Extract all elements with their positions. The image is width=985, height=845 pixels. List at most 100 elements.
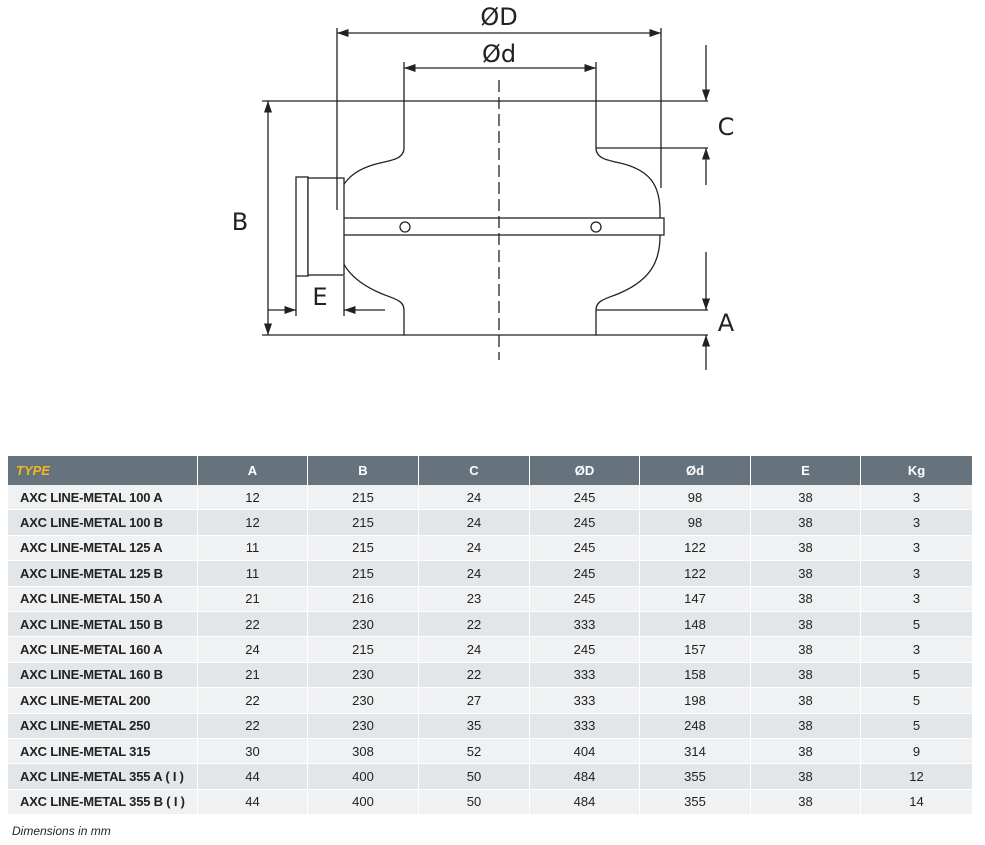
cell-kg: 12 bbox=[861, 764, 972, 790]
bolt-right bbox=[590, 221, 602, 233]
cell-c: 22 bbox=[419, 662, 530, 689]
od-label: ØD bbox=[480, 3, 517, 31]
cell-e: 38 bbox=[751, 535, 861, 562]
cell-type: AXC LINE-METAL 150 B bbox=[8, 611, 198, 638]
cell-d: 198 bbox=[640, 688, 751, 714]
cell-b: 215 bbox=[308, 637, 419, 663]
cell-d: 158 bbox=[640, 662, 751, 689]
cell-type: AXC LINE-METAL 315 bbox=[8, 738, 198, 765]
cell-b: 216 bbox=[308, 586, 419, 612]
cell-e: 38 bbox=[751, 611, 861, 638]
cell-b: 215 bbox=[308, 485, 419, 511]
terminal-box-plate bbox=[295, 176, 309, 277]
d-label: Ød bbox=[482, 40, 516, 68]
cell-e: 38 bbox=[751, 789, 861, 816]
column-header-kg: Kg bbox=[861, 456, 972, 485]
cell-e: 38 bbox=[751, 738, 861, 765]
dimensions-table: TYPE A B C ØD Ød E Kg AXC LINE-METAL 100… bbox=[8, 456, 972, 816]
a-label: A bbox=[718, 309, 735, 337]
cell-kg: 9 bbox=[861, 738, 972, 765]
e-label: E bbox=[312, 283, 327, 311]
cell-c: 24 bbox=[419, 510, 530, 536]
cell-e: 38 bbox=[751, 637, 861, 663]
column-header-e: E bbox=[751, 456, 861, 485]
cell-type: AXC LINE-METAL 150 A bbox=[8, 586, 198, 612]
cell-od: 245 bbox=[530, 535, 640, 562]
units-note: Dimensions in mm bbox=[12, 824, 111, 838]
cell-d: 122 bbox=[640, 561, 751, 587]
cell-kg: 3 bbox=[861, 535, 972, 562]
cell-d: 122 bbox=[640, 535, 751, 562]
cell-c: 52 bbox=[419, 738, 530, 765]
cell-c: 24 bbox=[419, 637, 530, 663]
cell-od: 484 bbox=[530, 789, 640, 816]
cell-d: 98 bbox=[640, 510, 751, 536]
cell-e: 38 bbox=[751, 561, 861, 587]
cell-b: 215 bbox=[308, 510, 419, 536]
cell-type: AXC LINE-METAL 160 A bbox=[8, 637, 198, 663]
cell-kg: 3 bbox=[861, 586, 972, 612]
cell-d: 157 bbox=[640, 637, 751, 663]
cell-type: AXC LINE-METAL 100 B bbox=[8, 510, 198, 536]
cell-a: 44 bbox=[198, 764, 308, 790]
table-header-row: TYPE A B C ØD Ød E Kg bbox=[8, 456, 972, 485]
cell-e: 38 bbox=[751, 586, 861, 612]
cell-e: 38 bbox=[751, 764, 861, 790]
cell-d: 148 bbox=[640, 611, 751, 638]
cell-kg: 3 bbox=[861, 561, 972, 587]
cell-a: 21 bbox=[198, 662, 308, 689]
cell-a: 12 bbox=[198, 485, 308, 511]
column-header-a: A bbox=[198, 456, 308, 485]
cell-a: 22 bbox=[198, 611, 308, 638]
cell-od: 245 bbox=[530, 586, 640, 612]
cell-b: 400 bbox=[308, 764, 419, 790]
mounting-band bbox=[331, 217, 665, 236]
cell-e: 38 bbox=[751, 688, 861, 714]
cell-b: 215 bbox=[308, 561, 419, 587]
cell-b: 230 bbox=[308, 611, 419, 638]
cell-od: 245 bbox=[530, 485, 640, 511]
cell-b: 230 bbox=[308, 713, 419, 739]
cell-b: 215 bbox=[308, 535, 419, 562]
cell-od: 333 bbox=[530, 688, 640, 714]
cell-d: 147 bbox=[640, 586, 751, 612]
column-header-type: TYPE bbox=[8, 456, 198, 485]
cell-e: 38 bbox=[751, 713, 861, 739]
cell-type: AXC LINE-METAL 125 B bbox=[8, 561, 198, 587]
cell-a: 11 bbox=[198, 561, 308, 587]
column-header-d: Ød bbox=[640, 456, 751, 485]
cell-e: 38 bbox=[751, 485, 861, 511]
cell-od: 333 bbox=[530, 713, 640, 739]
cell-kg: 14 bbox=[861, 789, 972, 816]
cell-c: 24 bbox=[419, 485, 530, 511]
column-header-c: C bbox=[419, 456, 530, 485]
cell-a: 24 bbox=[198, 637, 308, 663]
cell-c: 23 bbox=[419, 586, 530, 612]
cell-type: AXC LINE-METAL 160 B bbox=[8, 662, 198, 689]
cell-od: 245 bbox=[530, 510, 640, 536]
cell-c: 22 bbox=[419, 611, 530, 638]
cell-d: 98 bbox=[640, 485, 751, 511]
cell-b: 308 bbox=[308, 738, 419, 765]
cell-a: 12 bbox=[198, 510, 308, 536]
cell-kg: 3 bbox=[861, 637, 972, 663]
cell-type: AXC LINE-METAL 355 A ( I ) bbox=[8, 764, 198, 790]
cell-od: 245 bbox=[530, 561, 640, 587]
cell-c: 24 bbox=[419, 561, 530, 587]
cell-c: 24 bbox=[419, 535, 530, 562]
bolt-left bbox=[399, 221, 411, 233]
cell-d: 355 bbox=[640, 789, 751, 816]
column-header-b: B bbox=[308, 456, 419, 485]
cell-kg: 5 bbox=[861, 611, 972, 638]
cell-a: 11 bbox=[198, 535, 308, 562]
